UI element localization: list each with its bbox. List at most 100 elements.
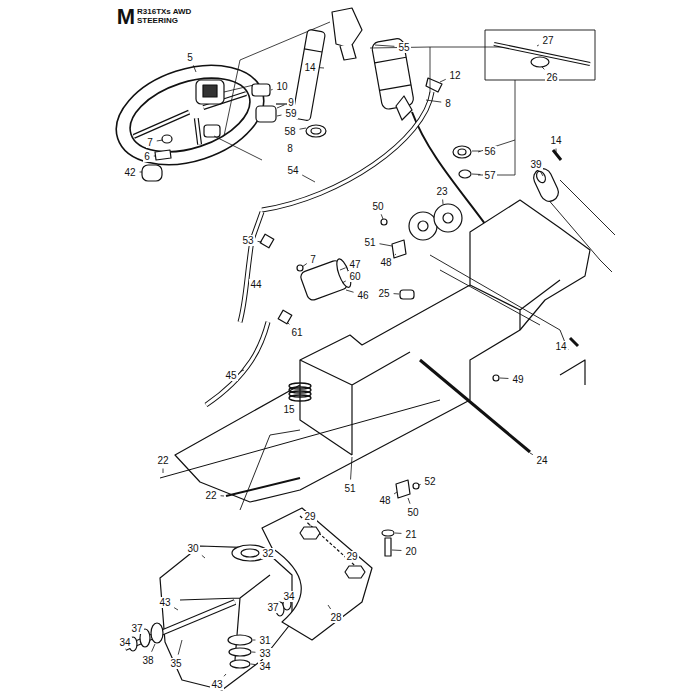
callout-number: 48: [379, 257, 392, 268]
leader-line: [253, 640, 255, 641]
callout-number: 52: [423, 476, 436, 487]
leader-line: [342, 281, 346, 283]
callout-number: 33: [258, 648, 271, 659]
leader-line: [541, 172, 543, 176]
callout-number: 32: [261, 548, 274, 559]
leader-line: [542, 67, 544, 69]
callout-number: 51: [343, 483, 356, 494]
callout-number: 34: [282, 591, 295, 602]
callout-number: 26: [545, 72, 558, 83]
leader-line: [193, 65, 196, 72]
leader-line: [140, 172, 142, 173]
leader-line: [556, 149, 557, 153]
callout-number: 51: [363, 237, 376, 248]
callout-number: 35: [169, 658, 182, 669]
leader-line: [381, 214, 383, 219]
leader-line: [252, 652, 255, 653]
leader-line: [394, 293, 399, 294]
callout-number: 54: [286, 165, 299, 176]
callout-number: 59: [284, 108, 297, 119]
callout-number: 39: [529, 159, 542, 170]
leader-line: [419, 484, 421, 486]
leader-line: [277, 115, 282, 117]
leader-line: [271, 89, 273, 91]
callout-number: 53: [241, 235, 254, 246]
callout-number: 58: [283, 126, 296, 137]
callout-number: 44: [249, 279, 262, 290]
leader-line: [320, 67, 324, 68]
leader-line: [163, 469, 164, 474]
leader-line: [174, 608, 178, 610]
callout-number: 34: [118, 637, 131, 648]
leader-line: [224, 674, 226, 676]
leader-line: [340, 268, 346, 270]
callout-number: 45: [224, 370, 237, 381]
callout-number: 14: [303, 62, 316, 73]
leader-line: [202, 555, 205, 558]
callout-number: 50: [406, 507, 419, 518]
leader-line: [408, 498, 410, 504]
callout-number: 56: [483, 146, 496, 157]
callout-number: 14: [549, 135, 562, 146]
leader-line: [277, 105, 284, 108]
leader-line: [375, 45, 394, 46]
callout-number: 15: [282, 404, 295, 415]
callout-number: 31: [258, 635, 271, 646]
callout-number: 5: [186, 52, 194, 63]
section-letter: M: [116, 6, 136, 28]
callout-number: 14: [554, 341, 567, 352]
callout-number: 7: [309, 254, 317, 265]
callout-number: 50: [371, 201, 384, 212]
leader-line: [157, 140, 163, 142]
callout-number: 42: [123, 167, 136, 178]
leader-line: [392, 550, 401, 551]
callout-number: 60: [348, 271, 361, 282]
callout-number: 55: [397, 42, 410, 53]
callout-number: 57: [483, 170, 496, 181]
callout-number: 23: [435, 186, 448, 197]
leader-line: [395, 533, 401, 534]
leader-line: [472, 151, 480, 152]
callout-number: 46: [356, 290, 369, 301]
section-title: R316TXs AWD STEERING: [137, 7, 199, 25]
leader-line: [328, 605, 331, 609]
callout-number: 48: [378, 495, 391, 506]
callout-number: 6: [143, 151, 151, 162]
leader-line: [154, 156, 156, 157]
callout-number: 22: [156, 455, 169, 466]
callout-number: 21: [404, 529, 417, 540]
leader-line: [500, 378, 508, 379]
callout-number: 37: [266, 602, 279, 613]
leader-line: [302, 264, 307, 267]
callout-number: 43: [210, 679, 223, 690]
callout-number: 8: [286, 143, 294, 154]
leader-line: [152, 644, 155, 652]
callout-number: 34: [258, 661, 271, 672]
leader-line: [426, 100, 441, 102]
leader-line: [380, 244, 392, 246]
leader-line: [310, 525, 311, 527]
callout-number: 7: [146, 137, 154, 148]
leader-line: [300, 128, 306, 129]
leader-line: [351, 457, 352, 480]
callout-number: 47: [348, 259, 361, 270]
callout-number: 30: [186, 543, 199, 554]
callout-number: 29: [303, 511, 316, 522]
leader-line: [530, 453, 533, 455]
callout-number: 29: [345, 551, 358, 562]
leader-line: [394, 492, 397, 494]
leader-line: [346, 290, 354, 292]
leader-line: [302, 175, 315, 182]
callout-number: 25: [377, 288, 390, 299]
callout-number: 61: [290, 327, 303, 338]
callout-number: 20: [404, 546, 417, 557]
callout-number: 43: [158, 597, 171, 608]
leader-line: [537, 45, 539, 47]
leader-line: [221, 495, 224, 496]
callout-number: 24: [535, 455, 548, 466]
leader-line: [251, 664, 255, 666]
callout-number: 22: [204, 490, 217, 501]
leader-line: [440, 79, 446, 82]
callout-number: 28: [329, 612, 342, 623]
